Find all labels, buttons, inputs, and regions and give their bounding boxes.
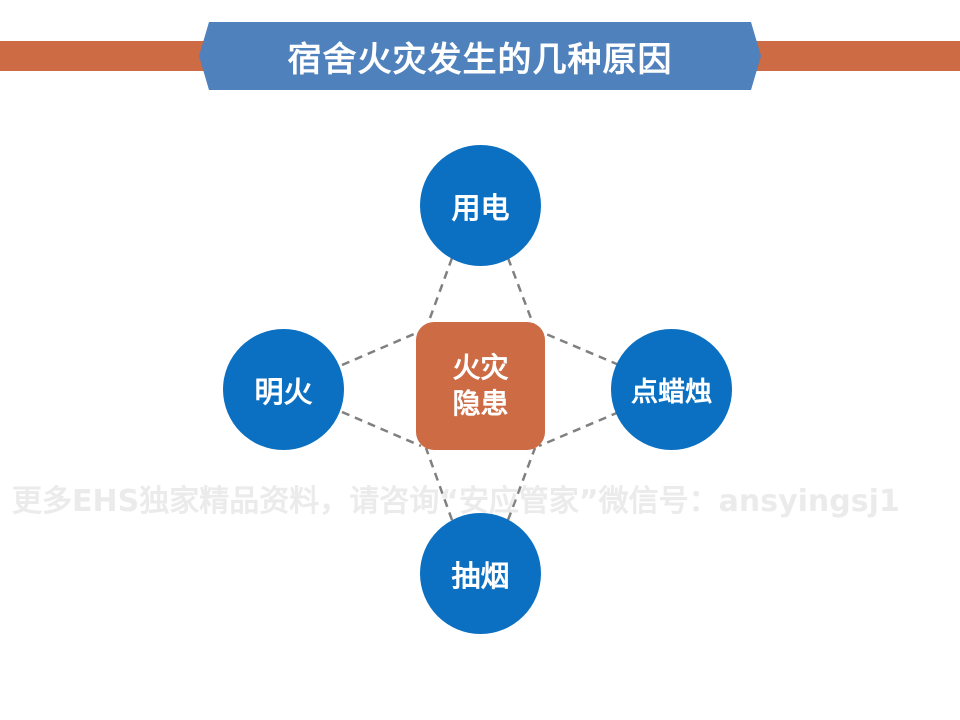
center-fire-hazard-box: 火灾隐患 [416, 322, 545, 450]
cause-node-label: 点蜡烛 [631, 377, 712, 408]
watermark-text: 更多EHS独家精品资料，请咨询“安应管家”微信号：ansyingsj1 [12, 484, 900, 519]
cause-node-candle: 点蜡烛 [611, 329, 732, 450]
page-title: 宿舍火灾发生的几种原因 [287, 39, 673, 80]
center-label: 火灾隐患 [452, 351, 509, 420]
connector-right-center-top [538, 329, 620, 367]
title-stripe-right [748, 41, 960, 71]
cause-node-open-flame: 明火 [223, 329, 344, 450]
connector-right-center-bottom [538, 410, 620, 448]
cause-node-electricity: 用电 [420, 145, 541, 266]
title-banner: 宿舍火灾发生的几种原因 [199, 22, 761, 90]
connector-bottom-center-left [424, 447, 454, 521]
connector-top-center-right [506, 257, 537, 330]
cause-node-label: 抽烟 [451, 558, 510, 593]
connector-left-center-top [341, 329, 422, 367]
connector-left-center-bottom [341, 410, 422, 448]
cause-node-label: 用电 [451, 190, 510, 225]
cause-node-label: 明火 [254, 374, 313, 409]
connector-top-center-left [424, 257, 454, 330]
cause-node-smoking: 抽烟 [420, 513, 541, 634]
title-stripe-left [0, 41, 214, 71]
